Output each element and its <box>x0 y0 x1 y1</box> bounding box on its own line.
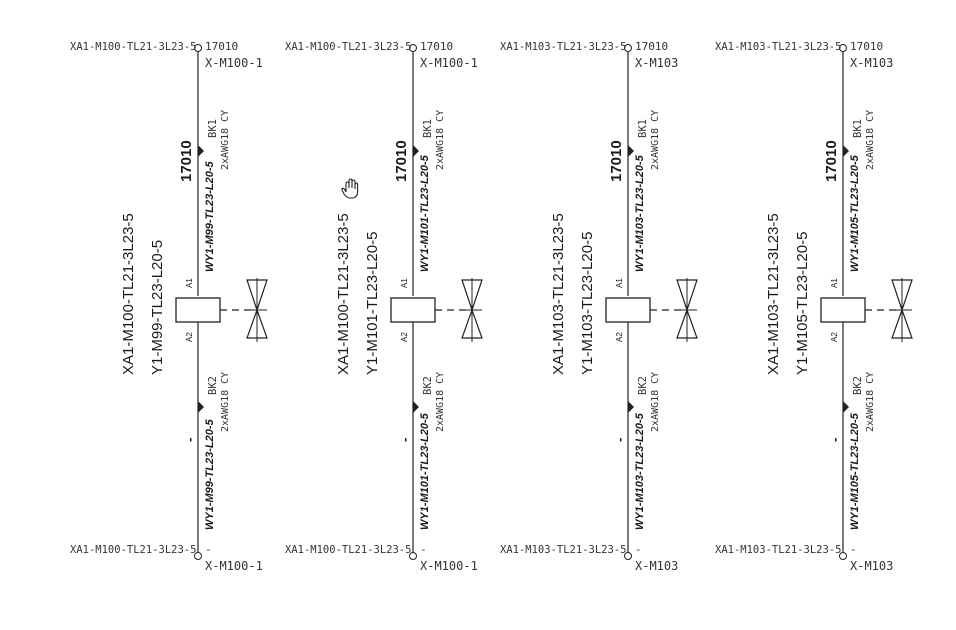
cable-spec-bottom: 2xAWG18 CY <box>220 372 231 432</box>
cable-arrow-top <box>843 145 849 157</box>
wire-number: 17010 <box>393 140 410 182</box>
cable-label-top: WY1-M103-TL23-L20-5 <box>634 154 646 272</box>
top-terminal-number: 17010 <box>850 40 883 53</box>
cable-core-bottom: BK2 <box>207 376 219 395</box>
device-label-valve: Y1-M103-TL23-L20-5 <box>579 232 596 375</box>
top-connector-label: X-M100-1 <box>205 56 263 70</box>
top-terminal-number: 17010 <box>420 40 453 53</box>
wire-number: 17010 <box>823 140 840 182</box>
cable-core-top: BK1 <box>852 119 864 138</box>
solenoid-coil[interactable] <box>820 297 866 323</box>
bottom-connector-label: X-M103 <box>635 559 678 573</box>
cable-spec-bottom: 2xAWG18 CY <box>865 372 876 432</box>
top-connector-label: X-M103 <box>635 56 678 70</box>
device-label-valve: Y1-M101-TL23-L20-5 <box>364 232 381 375</box>
coil-pin-a1: A1 <box>615 278 624 288</box>
cable-arrow-top <box>628 145 634 157</box>
bottom-connector-label: X-M103 <box>850 559 893 573</box>
polarity-minus: - <box>182 438 197 442</box>
bottom-terminal-label: XA1-M100-TL21-3L23-5 <box>70 544 196 556</box>
bottom-connector-label: X-M100-1 <box>420 559 478 573</box>
terminal-bottom[interactable] <box>194 552 202 560</box>
cable-label-bottom: WY1-M103-TL23-L20-5 <box>634 412 646 530</box>
cable-arrow-bottom <box>843 401 849 413</box>
device-label-terminal: XA1-M103-TL21-3L23-5 <box>765 213 782 375</box>
cable-core-bottom: BK2 <box>852 376 864 395</box>
coil-pin-a2: A2 <box>615 332 624 342</box>
solenoid-coil[interactable] <box>390 297 436 323</box>
polarity-minus: - <box>612 438 627 442</box>
device-label-terminal: XA1-M100-TL21-3L23-5 <box>335 213 352 375</box>
top-terminal-label: XA1-M100-TL21-3L23-5 <box>285 41 411 53</box>
terminal-bottom[interactable] <box>624 552 632 560</box>
top-terminal-number: 17010 <box>205 40 238 53</box>
coil-pin-a2: A2 <box>400 332 409 342</box>
terminal-top[interactable] <box>194 44 202 52</box>
terminal-top[interactable] <box>624 44 632 52</box>
device-label-valve: Y1-M105-TL23-L20-5 <box>794 232 811 375</box>
cable-core-top: BK1 <box>422 119 434 138</box>
cable-label-bottom: WY1-M99-TL23-L20-5 <box>204 418 216 530</box>
cable-spec-bottom: 2xAWG18 CY <box>650 372 661 432</box>
cable-spec-bottom: 2xAWG18 CY <box>435 372 446 432</box>
cable-arrow-bottom <box>198 401 204 413</box>
cable-core-top: BK1 <box>637 119 649 138</box>
cable-arrow-top <box>198 145 204 157</box>
terminal-bottom[interactable] <box>409 552 417 560</box>
bottom-terminal-number: - <box>635 543 642 556</box>
solenoid-coil[interactable] <box>175 297 221 323</box>
top-terminal-number: 17010 <box>635 40 668 53</box>
cable-core-bottom: BK2 <box>422 376 434 395</box>
coil-pin-a1: A1 <box>400 278 409 288</box>
bottom-terminal-number: - <box>850 543 857 556</box>
terminal-bottom[interactable] <box>839 552 847 560</box>
bottom-connector-label: X-M100-1 <box>205 559 263 573</box>
bottom-terminal-label: XA1-M100-TL21-3L23-5 <box>285 544 411 556</box>
cable-core-top: BK1 <box>207 119 219 138</box>
wire-number: 17010 <box>178 140 195 182</box>
terminal-top[interactable] <box>409 44 417 52</box>
bottom-terminal-label: XA1-M103-TL21-3L23-5 <box>500 544 626 556</box>
cable-spec-top: 2xAWG18 CY <box>650 110 661 170</box>
terminal-top[interactable] <box>839 44 847 52</box>
device-label-valve: Y1-M99-TL23-L20-5 <box>149 240 166 375</box>
coil-pin-a1: A1 <box>185 278 194 288</box>
cable-core-bottom: BK2 <box>637 376 649 395</box>
bottom-terminal-number: - <box>420 543 427 556</box>
cable-spec-top: 2xAWG18 CY <box>865 110 876 170</box>
cable-spec-top: 2xAWG18 CY <box>220 110 231 170</box>
coil-pin-a2: A2 <box>185 332 194 342</box>
bottom-terminal-label: XA1-M103-TL21-3L23-5 <box>715 544 841 556</box>
polarity-minus: - <box>397 438 412 442</box>
top-connector-label: X-M103 <box>850 56 893 70</box>
cable-spec-top: 2xAWG18 CY <box>435 110 446 170</box>
top-terminal-label: XA1-M103-TL21-3L23-5 <box>500 41 626 53</box>
cable-label-bottom: WY1-M101-TL23-L20-5 <box>419 412 431 530</box>
top-terminal-label: XA1-M103-TL21-3L23-5 <box>715 41 841 53</box>
solenoid-coil[interactable] <box>605 297 651 323</box>
top-terminal-label: XA1-M100-TL21-3L23-5 <box>70 41 196 53</box>
wire-number: 17010 <box>608 140 625 182</box>
device-label-terminal: XA1-M103-TL21-3L23-5 <box>550 213 567 375</box>
bottom-terminal-number: - <box>205 543 212 556</box>
cable-arrow-bottom <box>628 401 634 413</box>
cable-arrow-bottom <box>413 401 419 413</box>
polarity-minus: - <box>827 438 842 442</box>
cable-arrow-top <box>413 145 419 157</box>
coil-pin-a2: A2 <box>830 332 839 342</box>
top-connector-label: X-M100-1 <box>420 56 478 70</box>
hand-pointer-icon <box>341 178 359 199</box>
device-label-terminal: XA1-M100-TL21-3L23-5 <box>120 213 137 375</box>
cable-label-top: WY1-M105-TL23-L20-5 <box>849 154 861 272</box>
cable-label-top: WY1-M101-TL23-L20-5 <box>419 154 431 272</box>
coil-pin-a1: A1 <box>830 278 839 288</box>
cable-label-bottom: WY1-M105-TL23-L20-5 <box>849 412 861 530</box>
cable-label-top: WY1-M99-TL23-L20-5 <box>204 160 216 272</box>
